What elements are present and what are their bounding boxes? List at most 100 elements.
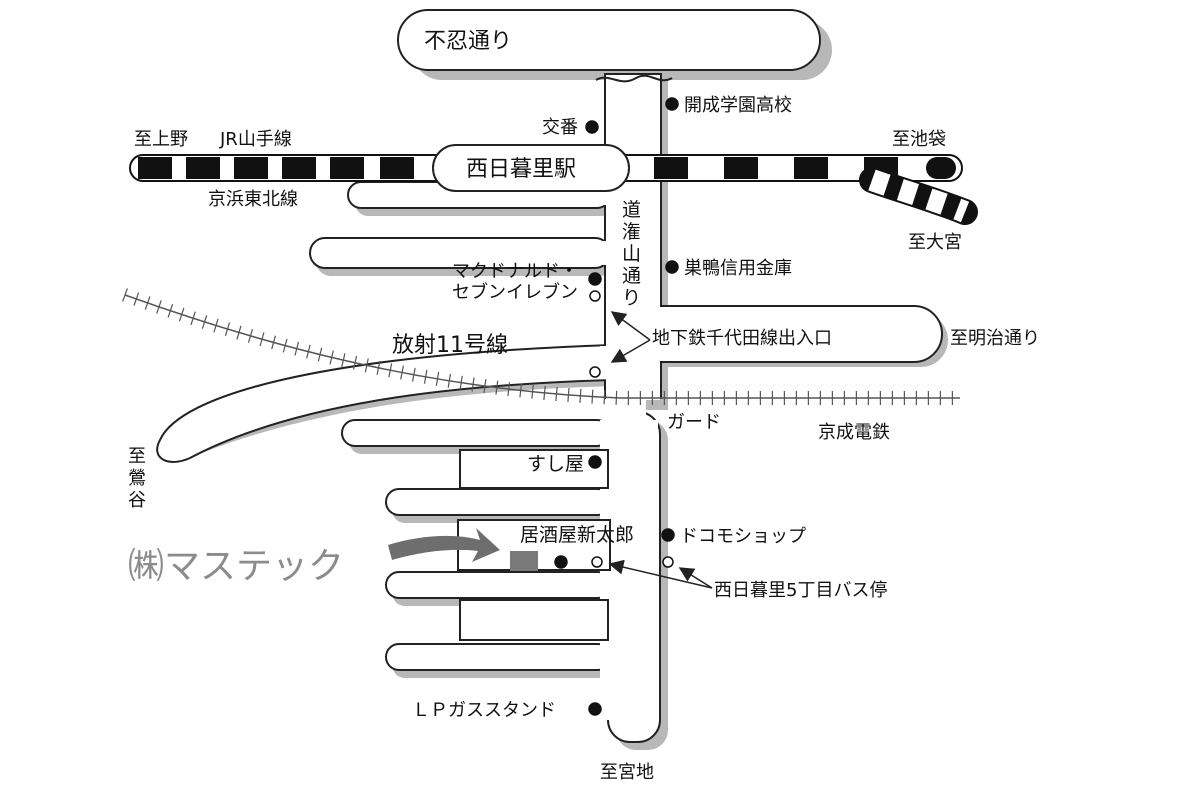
to-uguisudani-char-1: 至 (128, 446, 146, 467)
rail-tick (294, 341, 300, 356)
rail-tick (271, 335, 276, 350)
subway-exit-dot-1 (589, 366, 601, 378)
station-box (432, 144, 630, 192)
rail-tick (531, 384, 534, 399)
rail-tick (507, 382, 511, 397)
lp-gas-dot (588, 702, 602, 716)
rail-block (794, 157, 828, 179)
station-name: 西日暮里駅 (466, 157, 576, 182)
izakaya-label: 居酒屋新太郎 (520, 524, 634, 546)
rail-tick (306, 344, 311, 359)
rail-tick (423, 369, 428, 384)
rail-tick (341, 353, 346, 368)
keihin-tohoku-label: 京浜東北線 (208, 189, 298, 210)
rail-tick (236, 325, 242, 340)
dokan-char-3: 山 (622, 243, 641, 265)
labels: 不忍通り 交番 開成学園高校 至上野 JR山手線 至池袋 西日暮里駅 京浜東北線… (128, 29, 1040, 783)
bus-dot-1 (591, 556, 603, 568)
koban-dot (585, 120, 599, 134)
rail-tick (579, 388, 582, 403)
rail-block (724, 157, 758, 179)
rail-block (654, 157, 688, 179)
rail-tick (543, 385, 546, 400)
dokan-char-2: 潅 (622, 221, 641, 243)
izakaya-dot (554, 555, 568, 569)
bus-stop-label: 西日暮里5丁目バス停 (714, 580, 887, 601)
rail-tick (388, 363, 393, 378)
rail-block (926, 157, 956, 179)
rail-tick (352, 355, 358, 370)
mcdonalds-dot (588, 272, 602, 286)
radial-11-road (156, 343, 613, 463)
sushi-label: すし屋 (527, 453, 584, 475)
rail-tick (178, 307, 185, 322)
shinobazu-label: 不忍通り (424, 29, 512, 54)
docomo-dot (661, 528, 675, 542)
markers (554, 97, 679, 716)
mcdonalds-label: マクドナルド・ (452, 261, 578, 282)
shinobazu-street (397, 9, 821, 71)
rail-tick (167, 303, 174, 318)
pointer-lines (608, 311, 713, 589)
rail-tick (447, 373, 452, 388)
rail-tick (400, 365, 404, 380)
rail-tick (435, 371, 440, 386)
rail-tick (411, 367, 416, 382)
jr-yamanote-label: JR山手線 (219, 129, 292, 150)
rail-tick (247, 329, 253, 343)
rail-block (138, 157, 172, 179)
road-break-mark (595, 74, 673, 83)
rail-tick (555, 386, 558, 402)
rail-tick (364, 358, 369, 373)
rail-block (186, 157, 220, 179)
side-street-6 (385, 643, 612, 671)
rail-tick (495, 380, 499, 395)
mastec-building (510, 551, 538, 571)
guard-label: ガード (667, 412, 721, 433)
keisei-label: 京成電鉄 (818, 422, 890, 443)
company-name: ㈱マステック (128, 546, 344, 587)
sugamo-label: 巣鴨信用金庫 (684, 258, 792, 279)
omiya-branch (859, 167, 978, 225)
to-ikebukuro-label: 至池袋 (892, 129, 946, 150)
keisei-railway (122, 288, 960, 405)
radial-label: 放射11号線 (392, 333, 508, 358)
rail-tick (459, 375, 463, 390)
to-miyachi-label: 至宮地 (600, 762, 654, 783)
side-street-3 (341, 419, 611, 447)
dokan-char-4: 通 (622, 265, 641, 287)
seven-dot (589, 290, 601, 302)
rail-tick (122, 288, 128, 302)
rail-tick (519, 383, 523, 398)
sugamo-dot (665, 260, 679, 274)
south-block (459, 599, 609, 641)
subway-exit-label: 地下鉄千代田線出入口 (652, 328, 832, 349)
rail-tick (471, 377, 475, 392)
rail-tick (213, 318, 219, 333)
rail-tick (567, 387, 570, 403)
rail-tick (615, 390, 618, 405)
rail-block (380, 157, 414, 179)
kaisei-label: 開成学園高校 (684, 95, 792, 116)
rail-tick (224, 322, 231, 336)
to-omiya-label: 至大宮 (908, 232, 962, 253)
rail-tick (190, 311, 196, 326)
rail-tick (329, 350, 334, 365)
bus-dot-2 (662, 556, 674, 568)
lp-gas-label: ＬＰガススタンド (412, 700, 556, 721)
rail-tick (317, 347, 323, 362)
docomo-label: ドコモショップ (680, 526, 806, 547)
side-street-4 (385, 488, 612, 516)
sushi-dot (588, 455, 602, 469)
rail-tick (483, 379, 487, 394)
rail-tick (144, 296, 151, 310)
rail-block (282, 157, 316, 179)
dokan-char-5: り (622, 287, 641, 309)
rail-block (330, 157, 364, 179)
rail-tick (156, 300, 162, 314)
rail-tick (376, 360, 381, 375)
rail-tick (259, 332, 265, 347)
kaisei-dot (665, 97, 679, 111)
rail-block (234, 157, 268, 179)
